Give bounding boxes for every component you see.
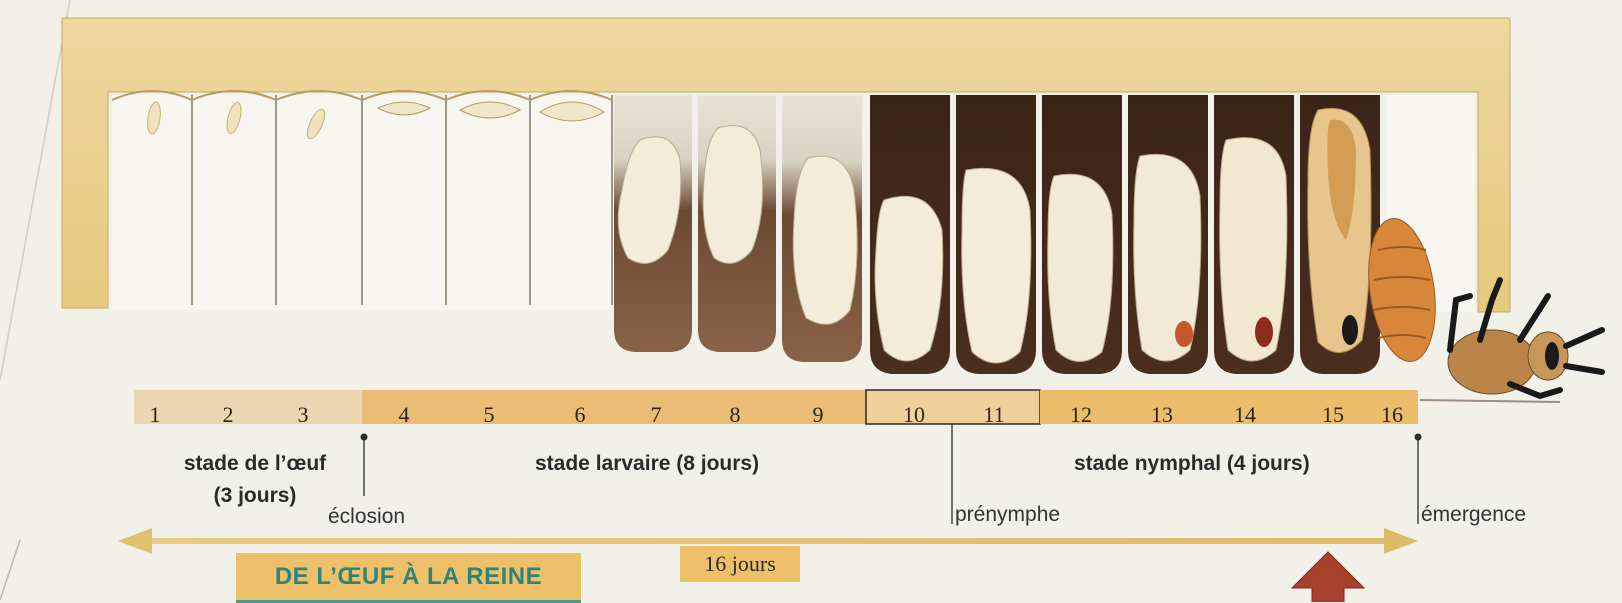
hatching-label: éclosion — [328, 505, 405, 529]
day-number: 3 — [283, 402, 323, 428]
day-number: 10 — [894, 402, 934, 428]
diagram-title: DE L’ŒUF À LA REINE — [236, 553, 581, 603]
egg-stage-duration: (3 jours) — [160, 484, 350, 508]
day-number: 13 — [1142, 402, 1182, 428]
pointer-arrow — [1292, 552, 1364, 602]
pupa-day-12 — [1048, 174, 1113, 361]
day-number: 2 — [208, 402, 248, 428]
larval-stage-label: stade larvaire (8 jours) — [535, 452, 759, 476]
prepupa-label: prénymphe — [955, 503, 1060, 527]
day-number: 15 — [1313, 402, 1353, 428]
day-number: 4 — [384, 402, 424, 428]
emergence-label: émergence — [1421, 503, 1526, 527]
pupa-eye-day-14 — [1255, 317, 1273, 347]
day-number: 11 — [974, 402, 1014, 428]
capped-cells — [870, 95, 1380, 374]
day-number: 7 — [636, 402, 676, 428]
egg-stage-label: stade de l’œuf (3 jours) — [160, 452, 350, 508]
day-number: 16 — [1372, 402, 1412, 428]
larval-cells — [614, 95, 862, 362]
left-edge-decoration — [0, 0, 70, 600]
duration-label: 16 jours — [680, 546, 800, 582]
larva-day-8 — [703, 126, 763, 264]
day-number: 12 — [1061, 402, 1101, 428]
larva-day-9 — [793, 156, 857, 324]
larva-band — [362, 390, 866, 424]
open-cells — [112, 91, 612, 310]
day-number: 6 — [560, 402, 600, 428]
prepupa-day-10 — [875, 196, 943, 361]
pupa-day-14 — [1220, 138, 1287, 361]
day-number: 14 — [1225, 402, 1265, 428]
prepupa-day-11 — [962, 168, 1031, 363]
day-number: 8 — [715, 402, 755, 428]
pupa-eye-day-15 — [1342, 315, 1358, 345]
pupa-eye-day-13 — [1175, 321, 1193, 347]
nymph-stage-label: stade nymphal (4 jours) — [1074, 452, 1310, 476]
egg-stage-title: stade de l’œuf — [160, 452, 350, 476]
day-number: 1 — [135, 402, 175, 428]
day-number: 5 — [469, 402, 509, 428]
day-number: 9 — [798, 402, 838, 428]
